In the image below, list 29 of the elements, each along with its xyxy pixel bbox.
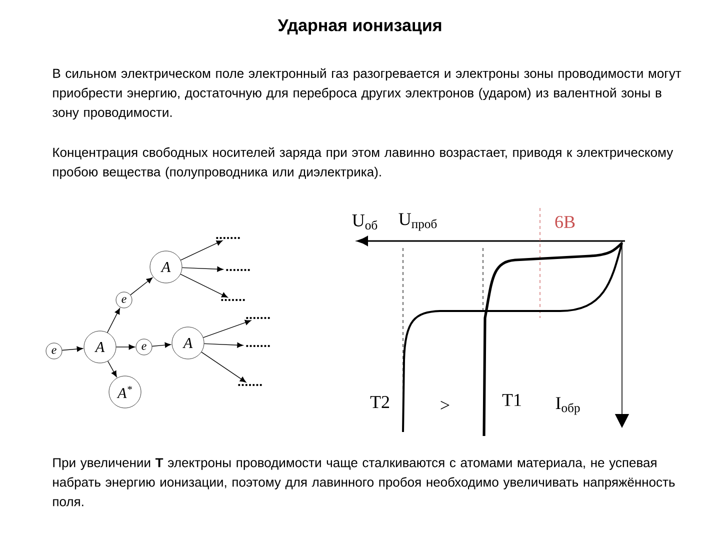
axis-label: I$_{обр}$ [556,397,580,415]
dotted-line: ....... [221,299,245,301]
arrow [180,240,223,260]
paragraph: Концентрация свободных носителей заряда при этом лавинно возрастает, приводя к электрическому пробою вещества (полупроводника или диэлектрика). [53,147,674,180]
title: Ударная ионизация [278,19,442,35]
arrow [202,320,252,338]
arrow [62,346,83,352]
arrow [180,274,228,298]
axis-label: U$_{об}$ [352,214,378,230]
axis-label: U$_{проб}$ [398,213,437,231]
arrow [108,360,117,378]
arrow [152,342,171,348]
dotted-line: ....... [216,237,240,239]
paragraph: В сильном электрическом поле электронный газ разогревается и электроны зоны проводимости могут приобрести энергию, достаточную для переброса других электронов (ударом) из валентной зоны в зону проводимости. [52,68,682,120]
paragraph: При увеличении T электроны проводимости чаще сталкиваются с атомами материала, не успевая набрать энергию ионизации, поэтому для лавинного пробоя необходимо увеличивать напряжённость поля. [53,458,675,506]
value-label: 6В [555,216,575,228]
arrow [182,266,224,272]
arrow [204,342,244,348]
dotted-line: ....... [226,269,250,271]
arrow [116,344,135,350]
dotted-line: ....... [238,384,262,386]
curve-label: Т2 [370,396,390,408]
dotted-line: ....... [246,317,270,319]
curve-label: Т1 [502,394,521,406]
inequality-sign: > [440,400,450,410]
dotted-line: ....... [246,345,270,347]
arrow [201,352,246,382]
arrow [130,277,153,296]
arrow [107,308,120,333]
